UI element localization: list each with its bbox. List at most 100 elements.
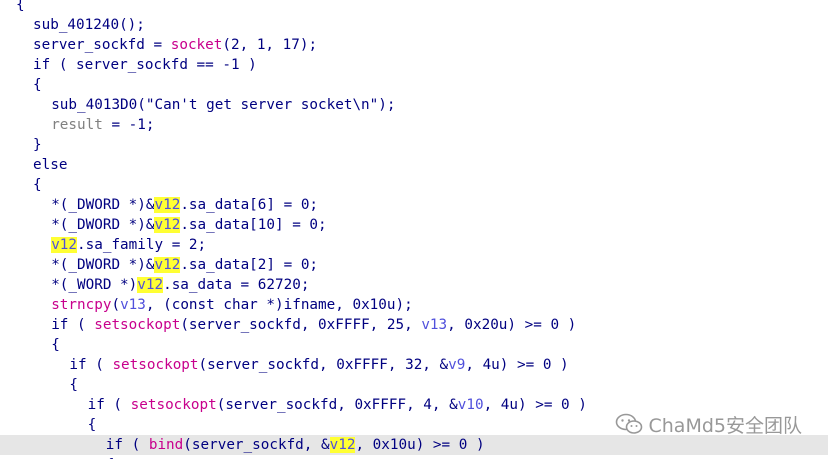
code-line[interactable]: { <box>0 375 828 395</box>
code-token: { <box>33 77 42 93</box>
code-text: *(_DWORD *)&v12.sa_data[10] = 0; <box>51 215 327 235</box>
code-line[interactable]: { <box>0 0 828 15</box>
function-name[interactable]: strncpy <box>51 297 112 313</box>
code-line[interactable]: if ( setsockopt(server_sockfd, 0xFFFF, 4… <box>0 395 828 415</box>
code-token: .sa_family = 2; <box>77 237 207 253</box>
code-text: { <box>51 335 60 355</box>
code-token: } <box>33 137 42 153</box>
code-text: { <box>33 175 42 195</box>
code-line[interactable]: server_sockfd = socket(2, 1, 17); <box>0 35 828 55</box>
code-token: , (const char *)ifname, 0x10u); <box>145 297 413 313</box>
code-text: sub_4013D0("Can't get server socket\n"); <box>51 95 395 115</box>
code-text: result = -1; <box>51 115 154 135</box>
code-line[interactable]: { <box>0 335 828 355</box>
code-token: { <box>106 457 115 459</box>
code-text: else <box>33 155 67 175</box>
code-line[interactable]: *(_DWORD *)&v12.sa_data[2] = 0; <box>0 255 828 275</box>
code-line[interactable]: if ( setsockopt(server_sockfd, 0xFFFF, 2… <box>0 315 828 335</box>
function-name[interactable]: socket <box>170 37 223 53</box>
code-text: { <box>33 75 42 95</box>
highlighted-identifier[interactable]: v12 <box>137 277 164 293</box>
code-line[interactable]: else <box>0 155 828 175</box>
code-line[interactable]: { <box>0 175 828 195</box>
highlighted-identifier[interactable]: v12 <box>154 197 181 213</box>
code-token: , 0x10u) >= 0 ) <box>355 437 485 453</box>
code-token: , 4u) >= 0 ) <box>465 357 569 373</box>
code-token: , 0x20u) >= 0 ) <box>447 317 577 333</box>
code-token: else <box>33 157 68 173</box>
function-name[interactable]: setsockopt <box>94 317 181 333</box>
code-token[interactable]: v13 <box>421 317 448 333</box>
code-text: *(_WORD *)v12.sa_data = 62720; <box>51 275 309 295</box>
code-token: *(_DWORD *)& <box>51 257 155 273</box>
code-token: (2, 1, 17); <box>222 37 318 53</box>
code-token: sub_401240(); <box>33 17 145 33</box>
code-text: { <box>69 375 78 395</box>
code-line[interactable]: sub_4013D0("Can't get server socket\n"); <box>0 95 828 115</box>
code-text: server_sockfd = socket(2, 1, 17); <box>33 35 317 55</box>
code-line[interactable]: result = -1; <box>0 115 828 135</box>
code-line[interactable]: sub_401240(); <box>0 15 828 35</box>
code-text: strncpy(v13, (const char *)ifname, 0x10u… <box>51 295 413 315</box>
code-token: { <box>33 177 42 193</box>
code-token[interactable]: v9 <box>448 357 466 373</box>
code-text: v12.sa_family = 2; <box>51 235 206 255</box>
code-line[interactable]: { <box>0 415 828 435</box>
code-text: *(_DWORD *)&v12.sa_data[6] = 0; <box>51 195 318 215</box>
code-line[interactable]: if ( server_sockfd == -1 ) <box>0 55 828 75</box>
code-text: if ( server_sockfd == -1 ) <box>33 55 257 75</box>
code-token: (server_sockfd, 0xFFFF, 32, & <box>198 357 449 373</box>
function-name[interactable]: setsockopt <box>112 357 199 373</box>
code-text: { <box>16 0 25 15</box>
code-token: if ( server_sockfd == -1 ) <box>33 57 257 73</box>
code-line-current[interactable]: if ( bind(server_sockfd, &v12, 0x10u) >=… <box>0 435 828 455</box>
code-line[interactable]: strncpy(v13, (const char *)ifname, 0x10u… <box>0 295 828 315</box>
highlighted-identifier[interactable]: v12 <box>51 237 78 253</box>
code-token: sub_4013D0("Can't get server socket\n"); <box>51 97 396 113</box>
code-token: *(_DWORD *)& <box>51 197 155 213</box>
code-text: if ( setsockopt(server_sockfd, 0xFFFF, 2… <box>51 315 576 335</box>
code-token: { <box>87 417 97 433</box>
code-token: if ( <box>87 397 131 413</box>
code-text: *(_DWORD *)&v12.sa_data[2] = 0; <box>51 255 318 275</box>
code-token: (server_sockfd, 0xFFFF, 25, <box>180 317 422 333</box>
code-line[interactable]: v12.sa_family = 2; <box>0 235 828 255</box>
code-line[interactable]: { <box>0 455 828 459</box>
code-line[interactable]: } <box>0 135 828 155</box>
highlighted-identifier[interactable]: v12 <box>154 257 181 273</box>
code-token: { <box>51 337 60 353</box>
watermark: ChaMd5安全团队 <box>615 409 802 439</box>
highlighted-identifier[interactable]: v12 <box>329 437 356 453</box>
code-token: if ( <box>51 317 95 333</box>
code-text: sub_401240(); <box>33 15 145 35</box>
code-token: result <box>51 117 103 133</box>
code-text: { <box>106 455 115 459</box>
code-text: { <box>88 415 97 435</box>
code-line[interactable]: { <box>0 75 828 95</box>
code-token: .sa_data[2] = 0; <box>180 257 319 273</box>
code-token: = -1; <box>102 117 155 133</box>
code-token: if ( <box>69 357 113 373</box>
code-token: *(_WORD *) <box>51 277 138 293</box>
code-token: , 4u) >= 0 ) <box>483 397 587 413</box>
code-line[interactable]: *(_DWORD *)&v12.sa_data[10] = 0; <box>0 215 828 235</box>
code-token: server_sockfd = <box>33 37 171 53</box>
function-name[interactable]: bind <box>148 437 184 453</box>
function-name[interactable]: setsockopt <box>130 397 217 413</box>
code-token: { <box>69 377 78 393</box>
code-token: .sa_data[10] = 0; <box>180 217 327 233</box>
code-token[interactable]: v13 <box>120 297 146 313</box>
code-token: (server_sockfd, & <box>183 437 330 453</box>
code-line[interactable]: if ( setsockopt(server_sockfd, 0xFFFF, 3… <box>0 355 828 375</box>
code-line[interactable]: *(_DWORD *)&v12.sa_data[6] = 0; <box>0 195 828 215</box>
code-token: if ( <box>105 437 149 453</box>
wechat-icon <box>615 413 642 434</box>
code-token[interactable]: v10 <box>457 397 484 413</box>
highlighted-identifier[interactable]: v12 <box>154 217 181 233</box>
code-token: .sa_data[6] = 0; <box>180 197 319 213</box>
code-token: (server_sockfd, 0xFFFF, 4, & <box>216 397 458 413</box>
code-text: if ( bind(server_sockfd, &v12, 0x10u) >=… <box>106 435 485 455</box>
code-text: if ( setsockopt(server_sockfd, 0xFFFF, 4… <box>88 395 587 415</box>
code-line[interactable]: *(_WORD *)v12.sa_data = 62720; <box>0 275 828 295</box>
